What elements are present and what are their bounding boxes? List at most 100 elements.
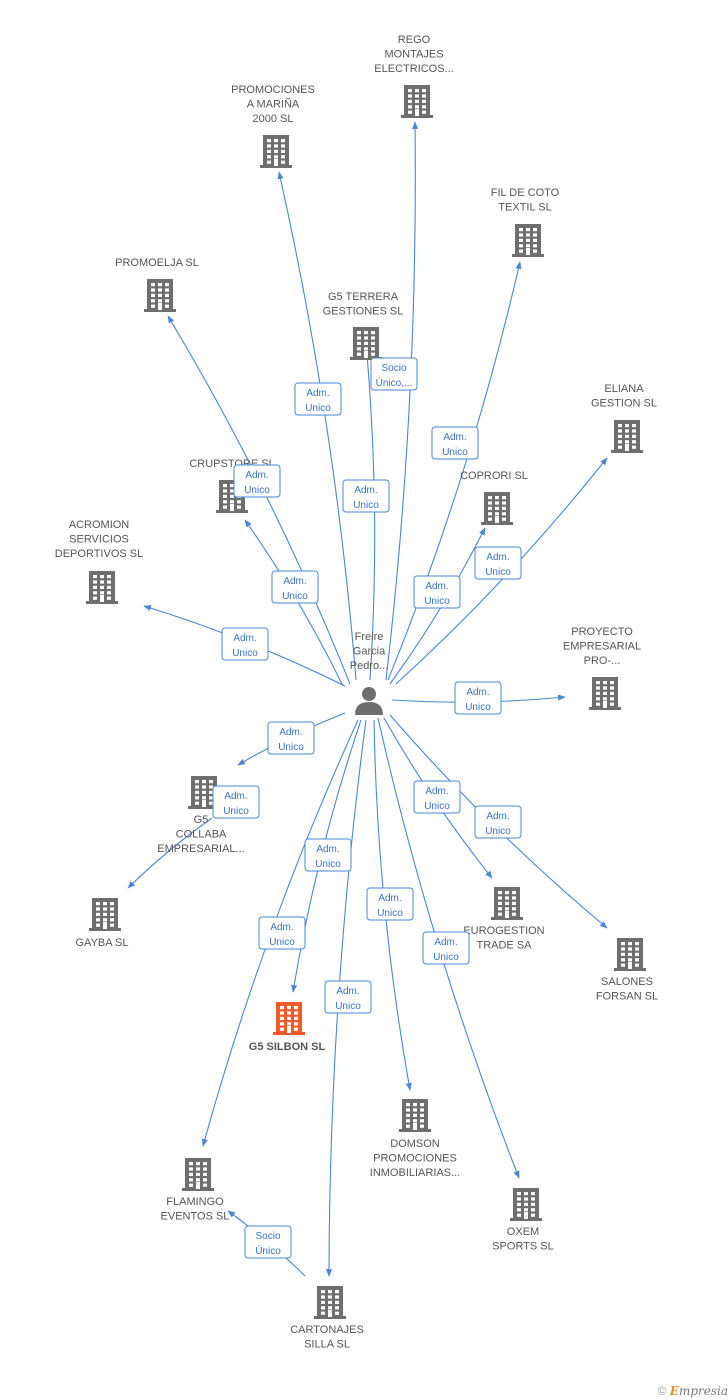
edge-center-fil_de_coto [387, 261, 522, 681]
company-name: GAYBA SL [76, 937, 129, 949]
relation-badge[interactable]: Adm.Unico [454, 681, 502, 715]
relation-badge[interactable]: Adm. Unico [212, 785, 260, 819]
relation-badge-box[interactable] [413, 780, 461, 814]
relation-badge-text: Unico [335, 1001, 361, 1012]
building-icon [273, 1002, 305, 1035]
relation-badge-text: Adm. [245, 470, 268, 481]
relation-badge-box[interactable] [422, 931, 470, 965]
relation-badge-box[interactable] [294, 382, 342, 416]
company-name-line: PROMOELJA SL [115, 257, 199, 269]
company-name-line: SALONES [601, 976, 653, 988]
relation-badge-text: Adm. [270, 922, 293, 933]
relation-badge-text: Unico [223, 806, 249, 817]
relation-badge-box[interactable] [212, 785, 260, 819]
relation-badge-box[interactable] [431, 426, 479, 460]
edge-center-promociones_marina [277, 171, 357, 681]
relation-badge-text: Adm. [283, 576, 306, 587]
relation-badge-box[interactable] [267, 721, 315, 755]
company-name-line: COLLABA [176, 829, 227, 841]
company-name-line: G5 [194, 814, 209, 826]
relation-badge[interactable]: Adm.Unico [271, 570, 319, 604]
relation-badge-box[interactable] [342, 479, 390, 513]
company-name-line: COPRORI SL [460, 470, 528, 482]
company-name-line: DEPORTIVOS SL [55, 548, 143, 560]
company-node-gayba[interactable]: GAYBA SL [76, 898, 129, 949]
company-node-coprori[interactable]: COPRORI SL [460, 470, 528, 525]
relation-badge[interactable]: Adm.Unico [267, 721, 315, 755]
relation-badge[interactable]: Adm.Unico [324, 980, 372, 1014]
building-icon [314, 1286, 346, 1319]
relation-badge-box[interactable] [258, 916, 306, 950]
relation-badge[interactable]: Adm.Unico [431, 426, 479, 460]
relation-badge-box[interactable] [271, 570, 319, 604]
footer-brand: © Empresia [658, 1384, 728, 1398]
company-node-g5_silbon[interactable]: G5 SILBON SL [249, 1002, 326, 1053]
company-name-line: SERVICIOS [69, 534, 129, 546]
relation-badge[interactable]: Adm.Unico [422, 931, 470, 965]
relation-badge[interactable]: Adm.Unico [221, 627, 269, 661]
company-name-line: A MARIÑA [247, 98, 300, 111]
relation-badge[interactable]: Adm.Unico [413, 575, 461, 609]
company-name-line: SILLA SL [304, 1339, 350, 1351]
relation-badge-box[interactable] [324, 980, 372, 1014]
relation-badge-box[interactable] [474, 805, 522, 839]
relation-badge-box[interactable] [454, 681, 502, 715]
relation-badge-box[interactable] [304, 838, 352, 872]
company-name-line: ELECTRICOS... [374, 63, 453, 75]
company-name-line: SPORTS SL [492, 1241, 554, 1253]
building-icon [188, 776, 220, 809]
relation-badge[interactable]: Adm.Unico [342, 479, 390, 513]
relation-badge-box[interactable] [370, 357, 418, 391]
company-name-line: GAYBA SL [76, 937, 129, 949]
relation-badge[interactable]: Adm.Unico [294, 382, 342, 416]
company-node-oxem[interactable]: OXEM SPORTS SL [492, 1188, 554, 1253]
relation-badge[interactable]: Adm.Unico [304, 838, 352, 872]
company-name-line: OXEM [507, 1226, 539, 1238]
company-name-line: 2000 SL [253, 113, 294, 125]
company-name-line: EUROGESTION [463, 925, 544, 937]
company-name-line: GESTIONES SL [323, 306, 404, 318]
relation-badge[interactable]: Adm.Unico [233, 464, 281, 498]
relation-badge-box[interactable] [366, 887, 414, 921]
relation-badge-text: Unico [465, 702, 491, 713]
relation-badge-box[interactable] [244, 1225, 292, 1259]
relation-badge-text: Unico [278, 742, 304, 753]
relation-badge[interactable]: Adm.Unico [258, 916, 306, 950]
relation-badge-box[interactable] [233, 464, 281, 498]
building-icon [182, 1158, 214, 1191]
relation-badge[interactable]: SocioÚnico,... [370, 357, 418, 391]
relation-badge-box[interactable] [413, 575, 461, 609]
relation-badge[interactable]: Adm.Unico [413, 780, 461, 814]
company-node-promoelja[interactable]: PROMOELJA SL [115, 257, 199, 312]
relation-badge[interactable]: Adm.Unico [366, 887, 414, 921]
company-name-line: PROMOCIONES [373, 1153, 457, 1165]
company-name: G5 SILBON SL [249, 1041, 326, 1053]
building-icon [86, 571, 118, 604]
relation-badge[interactable]: Adm.Unico [474, 546, 522, 580]
relation-badge-text: Adm. [224, 791, 247, 802]
relation-badge-box[interactable] [474, 546, 522, 580]
relation-badge-text: Adm. [434, 937, 457, 948]
relation-badge-text: Unico [377, 908, 403, 919]
relation-badge-box[interactable] [221, 627, 269, 661]
relation-badge-text: Socio [255, 1231, 280, 1242]
relation-badge[interactable]: Adm.Unico [474, 805, 522, 839]
